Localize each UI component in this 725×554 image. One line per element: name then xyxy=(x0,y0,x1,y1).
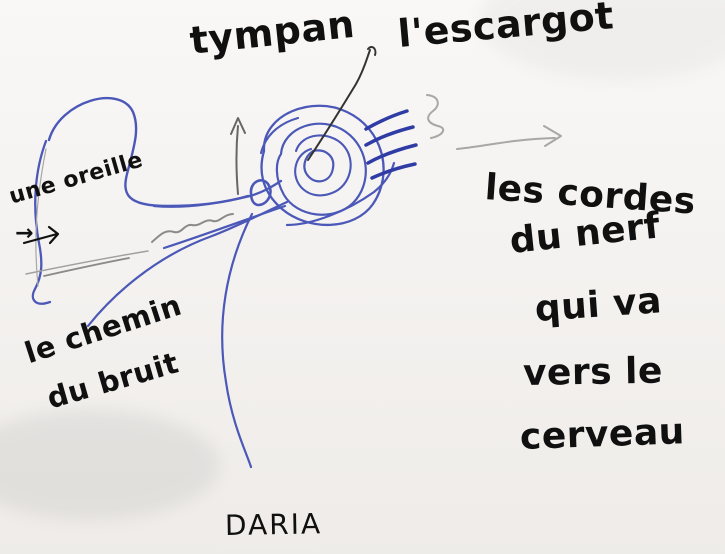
nerve-label-line-5: cerveau xyxy=(519,414,685,456)
vertical-arrow-shaft xyxy=(237,126,239,194)
cochlea-middle xyxy=(277,124,366,215)
ear-canal-top xyxy=(154,181,281,207)
nerve-pencil-arrow xyxy=(457,138,555,149)
nerve-label-line-3: qui va xyxy=(534,283,663,328)
nerve-1 xyxy=(366,111,407,129)
ear-arrow-label: → xyxy=(15,223,34,245)
throat-line xyxy=(222,214,252,467)
cochlea-center xyxy=(304,150,333,181)
nerve-pencil-arrow-head xyxy=(544,126,561,146)
nerve-3 xyxy=(368,145,416,163)
outer-ear-lower-outline xyxy=(33,141,50,304)
bracket-wave xyxy=(427,95,443,138)
nerve-label-line-4: vers le xyxy=(523,354,663,392)
sound-wave-2 xyxy=(44,258,129,276)
signature-label: DARIA xyxy=(225,510,323,540)
sound-wave-3 xyxy=(26,251,148,274)
